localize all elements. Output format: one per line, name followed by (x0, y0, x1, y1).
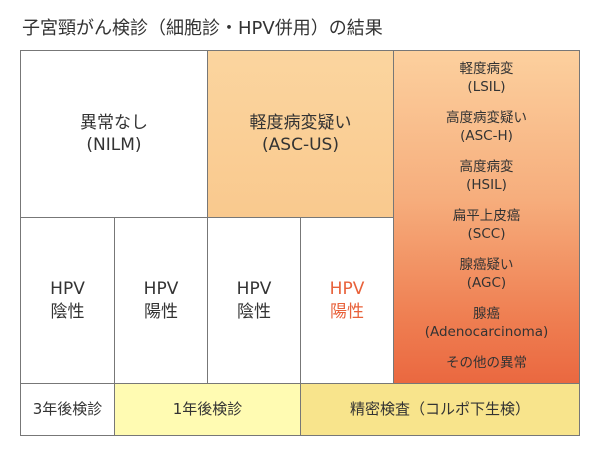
result-item-hsil: 高度病変 (HSIL) (460, 159, 514, 194)
result-item-agc: 腺癌疑い (AGC) (460, 257, 514, 292)
hpv-label: HPV (143, 279, 179, 300)
hpv-status: 陰性 (237, 301, 271, 322)
result-name: その他の異常 (446, 355, 527, 372)
result-code: (SCC) (467, 225, 506, 242)
result-item-scc: 扁平上皮癌 (SCC) (453, 208, 521, 243)
result-item-other: その他の異常 (446, 355, 527, 373)
result-code: (HSIL) (466, 176, 507, 193)
result-name: 扁平上皮癌 (452, 208, 521, 225)
result-name: 軽度病変 (459, 61, 514, 77)
result-code: (Adenocarcinoma) (424, 323, 549, 340)
hpv-positive-box-nilm: HPV 陽性 (114, 217, 208, 384)
result-item-adenocarcinoma: 腺癌 (Adenocarcinoma) (425, 306, 549, 341)
hpv-status: 陰性 (50, 301, 85, 322)
abnormal-results-box: 軽度病変 (LSIL) 高度病変疑い (ASC-H) 高度病変 (HSIL) 扁… (393, 50, 580, 384)
result-item-lsil: 軽度病変 (LSIL) (460, 61, 514, 96)
followup-label: 3年後検診 (32, 399, 103, 418)
hpv-positive-box-ascus: HPV 陽性 (300, 217, 394, 384)
result-item-asc-h: 高度病変疑い (ASC-H) (446, 110, 527, 145)
followup-label: 1年後検診 (172, 399, 243, 418)
ascus-box: 軽度病変疑い (ASC-US) (207, 50, 394, 218)
followup-three-year: 3年後検診 (20, 383, 115, 436)
ascus-label: 軽度病変疑い (249, 112, 352, 133)
followup-detailed-exam: 精密検査（コルポ下生検） (300, 383, 580, 436)
ascus-code: (ASC-US) (262, 135, 339, 155)
result-code: (AGC) (466, 274, 507, 291)
result-code: (LSIL) (467, 78, 506, 95)
result-code: (ASC-H) (460, 127, 513, 144)
followup-label: 精密検査（コルポ下生検） (349, 399, 530, 418)
hpv-label: HPV (329, 279, 365, 300)
result-name: 腺癌 (473, 306, 500, 323)
hpv-negative-box-nilm: HPV 陰性 (20, 217, 115, 384)
hpv-status: 陽性 (330, 301, 364, 322)
nilm-code: (NILM) (86, 135, 142, 155)
nilm-box: 異常なし (NILM) (20, 50, 208, 218)
followup-one-year: 1年後検診 (114, 383, 301, 436)
hpv-status: 陽性 (144, 301, 178, 322)
result-name: 高度病変 (459, 159, 514, 176)
hpv-label: HPV (236, 279, 272, 300)
result-name: 高度病変疑い (446, 110, 527, 127)
page-title: 子宮頸がん検診（細胞診・HPV併用）の結果 (22, 18, 383, 39)
hpv-negative-box-ascus: HPV 陰性 (207, 217, 301, 384)
result-diagram: 異常なし (NILM) 軽度病変疑い (ASC-US) HPV 陰性 HPV 陽… (20, 50, 580, 436)
hpv-label: HPV (50, 279, 85, 300)
nilm-label: 異常なし (80, 112, 148, 133)
result-name: 腺癌疑い (459, 257, 514, 274)
